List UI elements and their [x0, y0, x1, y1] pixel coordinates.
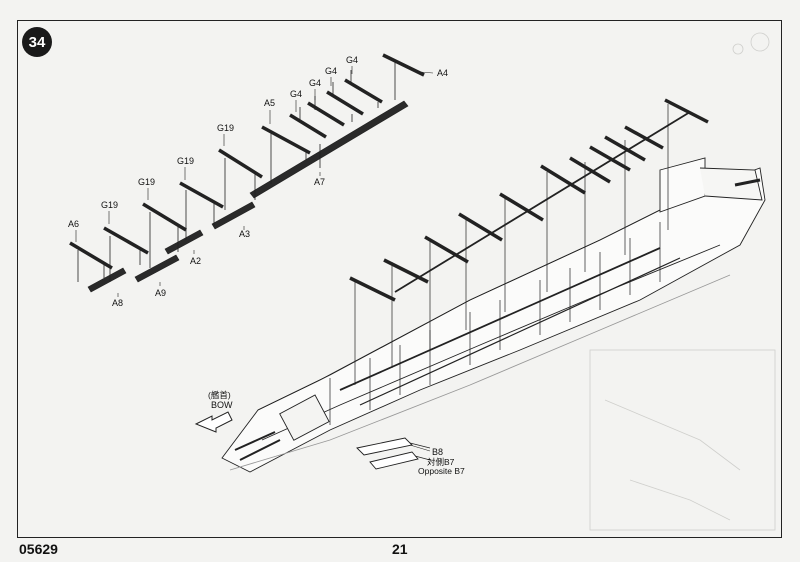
label-g19-a: G19: [217, 123, 234, 133]
rail-a9: [134, 202, 187, 283]
label-a9: A9: [155, 288, 166, 298]
rail-a3: [211, 148, 263, 230]
label-bow-cn: (艦首): [208, 390, 231, 400]
step-number-badge: 34: [22, 27, 52, 57]
label-a4: A4: [437, 68, 448, 78]
label-g4-b: G4: [325, 66, 337, 76]
rail-a2: [164, 181, 224, 255]
page-frame: [17, 20, 782, 538]
label-g19-d: G19: [101, 200, 118, 210]
label-b8: B8: [432, 447, 443, 457]
label-a5: A5: [264, 98, 275, 108]
exploded-frames: [69, 53, 425, 293]
label-g4-c: G4: [309, 78, 321, 88]
label-g4-d: G4: [290, 89, 302, 99]
label-a3: A3: [239, 229, 250, 239]
rail-a4: [249, 53, 425, 199]
label-a8: A8: [112, 298, 123, 308]
product-code: 05629: [19, 541, 58, 557]
page-number: 21: [392, 541, 408, 557]
label-bow: BOW: [211, 400, 233, 410]
label-g4-a: G4: [346, 55, 358, 65]
installed-frames: [349, 98, 709, 385]
label-a7: A7: [314, 177, 325, 187]
part-labels: G4 G4 G4 G4 A4 A5 A7 G19 G19 G19 G19 A3 …: [68, 55, 465, 476]
label-opposite-b7-cn: 対側B7: [427, 457, 455, 467]
b8-parts: [356, 437, 431, 470]
rail-a8: [69, 226, 149, 293]
background-marks: [589, 32, 776, 531]
ship-hull: [221, 157, 766, 473]
bow-arrow-icon: [194, 411, 233, 433]
label-g19-c: G19: [138, 177, 155, 187]
label-g19-b: G19: [177, 156, 194, 166]
label-opposite-b7: Opposite B7: [418, 466, 465, 476]
leader-lines: [75, 66, 434, 452]
label-a6: A6: [68, 219, 79, 229]
label-a2: A2: [190, 256, 201, 266]
